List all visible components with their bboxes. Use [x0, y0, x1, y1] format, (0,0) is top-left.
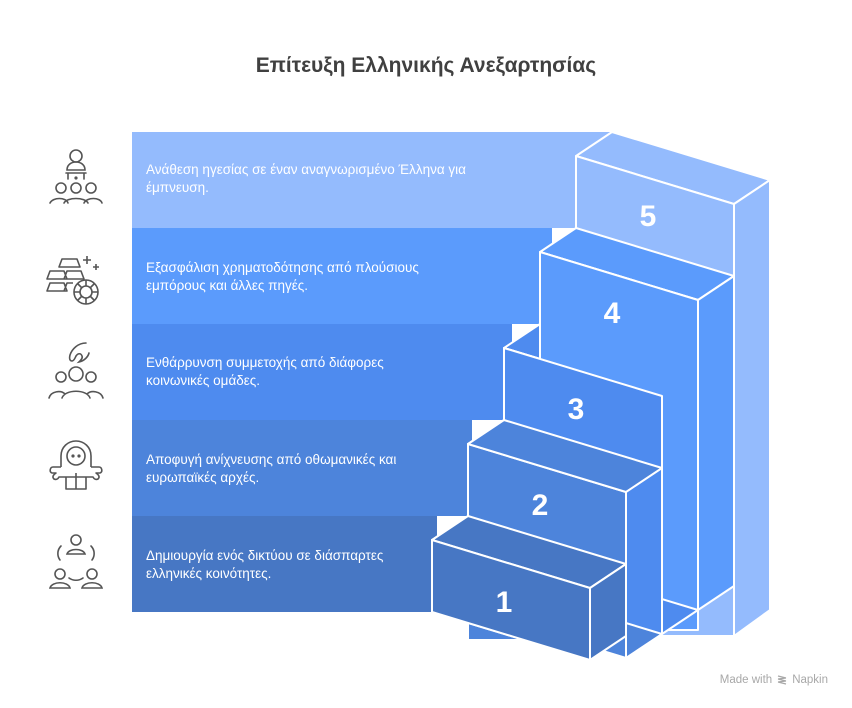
step-number-4: 4	[604, 297, 621, 330]
step-1-text: Δημιουργία ενός δικτύου σε διάσπαρτες ελ…	[146, 548, 384, 581]
band-step-4	[132, 228, 552, 324]
step-3-text: Ενθάρρυνση συμμετοχής από διάφορες κοινω…	[146, 355, 384, 388]
step-5-text: Ανάθεση ηγεσίας σε έναν αναγνωρισμένο Έλ…	[146, 162, 466, 195]
band-step-5	[132, 132, 612, 228]
band-step-3	[132, 324, 512, 420]
hand-over-group-icon	[48, 342, 104, 399]
step-number-3: 3	[568, 393, 585, 426]
band-step-2	[132, 420, 472, 516]
footer-attribution: Made with Napkin	[720, 674, 828, 686]
napkin-logo-icon	[778, 675, 787, 685]
hooded-figure-icon	[49, 440, 103, 490]
step-4-text: Εξασφάλιση χρηματοδότησης από πλούσιους …	[146, 260, 419, 293]
page-title: Επίτευξη Ελληνικής Ανεξαρτησίας	[255, 54, 597, 77]
step-1-side-face	[589, 563, 627, 661]
step-4-side	[697, 275, 735, 611]
band-step-1	[132, 516, 437, 612]
step-number-2: 2	[532, 489, 549, 522]
gold-bars-coin-icon	[46, 256, 99, 305]
step-2-text: Αποφυγή ανίχνευσης από οθωμανικές και ευ…	[146, 452, 397, 485]
leader-audience-icon	[49, 149, 103, 204]
step-number-5: 5	[640, 200, 657, 233]
step-5-side	[733, 179, 771, 637]
people-network-icon	[48, 534, 104, 589]
napkin-brand: Napkin	[792, 674, 828, 686]
step-number-1: 1	[496, 586, 513, 619]
made-with-label: Made with	[719, 674, 773, 686]
step-2-top-face	[467, 419, 663, 493]
